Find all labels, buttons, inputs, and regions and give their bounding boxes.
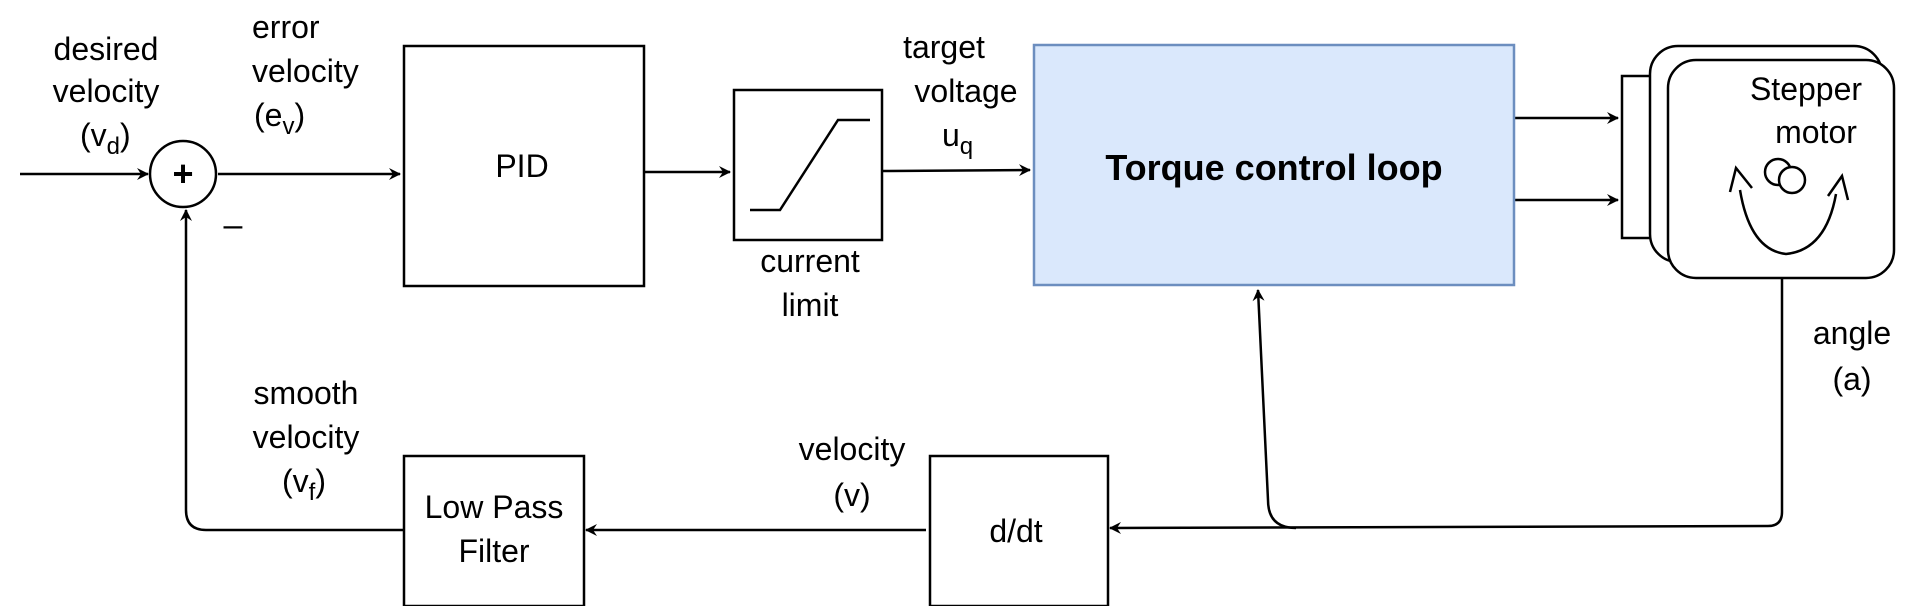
svg-text:limit: limit [782,287,839,323]
svg-text:velocity: velocity [799,431,906,467]
svg-text:(ev): (ev) [254,97,305,140]
svg-text:voltage: voltage [914,73,1017,109]
error-velocity-label: error velocity (ev) [252,9,359,140]
pid-label: PID [495,148,548,184]
angle-feedback-path [1109,254,1784,534]
current-limit-block [732,88,884,242]
svg-text:angle: angle [1813,315,1891,351]
svg-text:target: target [903,29,985,65]
saturation-curve-icon [750,118,870,212]
torque-control-loop-block: Torque control loop [1032,43,1516,287]
svg-text:error: error [252,9,320,45]
svg-text:(vf): (vf) [282,463,326,506]
angle-label: angle (a) [1813,315,1891,397]
current-limit-label: current limit [760,243,860,323]
plus-sign: + [172,153,193,194]
rotation-icon [1728,157,1850,256]
svg-text:smooth: smooth [254,375,359,411]
connections [20,112,1784,536]
desired-velocity-label: desired velocity (vd) [53,31,160,160]
filter-label-line1: Low Pass [425,489,564,525]
svg-text:(vd): (vd) [80,117,131,160]
stepper-motor: Stepper motor [1620,44,1896,280]
smooth-velocity-label: smooth velocity (vf) [253,375,360,506]
summing-junction: + – [148,139,243,244]
derivative-label: d/dt [989,513,1042,549]
svg-text:velocity: velocity [53,73,160,109]
filter-label-line2: Filter [458,533,529,569]
svg-text:(a): (a) [1832,361,1871,397]
motor-label-line2: motor [1775,114,1857,150]
target-voltage-label: target voltage uq [903,29,1018,160]
svg-text:desired: desired [54,31,159,67]
torque-loop-label: Torque control loop [1105,147,1442,188]
svg-text:velocity: velocity [253,419,360,455]
svg-text:current: current [760,243,860,279]
limit-to-torque-arrow [882,164,1031,177]
low-pass-filter-block: Low Pass Filter [402,454,586,606]
pid-block: PID [402,44,646,288]
svg-text:velocity: velocity [252,53,359,89]
minus-sign: – [224,206,243,244]
svg-text:uq: uq [942,117,973,160]
svg-text:(v): (v) [833,477,870,513]
motor-label-line1: Stepper [1750,71,1862,107]
angle-to-torque-arrow [1252,289,1297,530]
derivative-block: d/dt [928,454,1110,606]
velocity-label: velocity (v) [799,431,906,513]
filter-to-sum-path [180,209,404,532]
